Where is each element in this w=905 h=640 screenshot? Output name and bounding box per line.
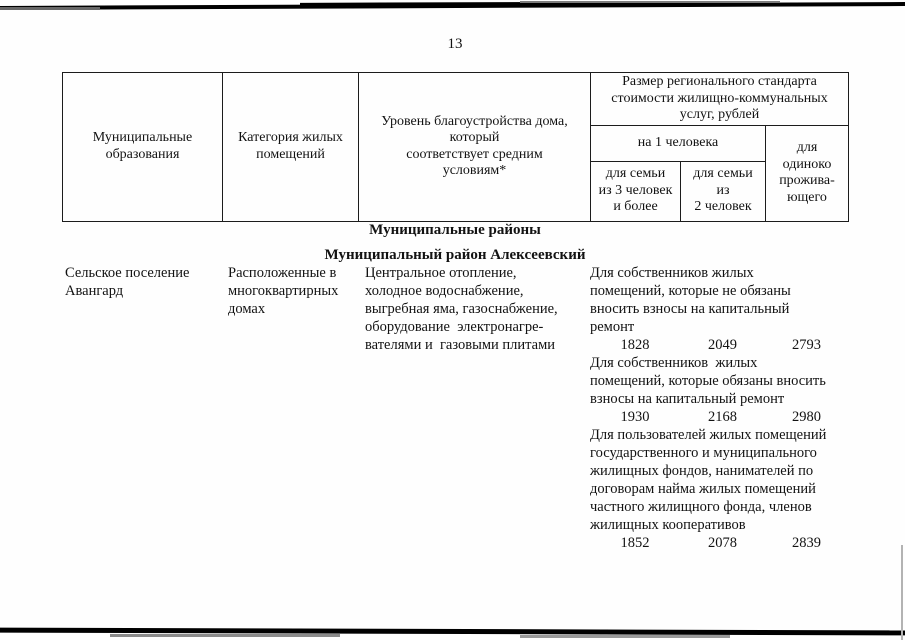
value-single: 2839 bbox=[792, 535, 821, 551]
standard-tenants-label: Для пользователей жилых помещений госуда… bbox=[590, 427, 827, 533]
header-standard-size-cell: Размер регионального стандарта стоимости… bbox=[590, 72, 849, 126]
standard-owners-capital-values: 1930 2168 2980 bbox=[590, 408, 850, 426]
scan-edge-right bbox=[901, 545, 903, 640]
header-family-3-cell: для семьи из 3 человек и более bbox=[590, 160, 681, 222]
value-family3: 1828 bbox=[620, 337, 650, 353]
row-standards: Для собственников жилых помещений, котор… bbox=[590, 264, 850, 552]
page-number: 13 bbox=[447, 36, 463, 52]
standard-owners-no-capital-values: 1828 2049 2793 bbox=[590, 336, 850, 354]
section-title-districts: Муниципальные районы bbox=[369, 222, 541, 238]
row-improvement: Центральное отопление, холодное водоснаб… bbox=[365, 265, 558, 353]
value-single: 2793 bbox=[792, 337, 821, 353]
header-single-resident-cell: для одиноко прожива- ющего bbox=[765, 124, 849, 222]
header-per-person-cell: на 1 человека bbox=[590, 124, 766, 162]
value-family3: 1930 bbox=[620, 409, 650, 425]
standard-owners-no-capital-label: Для собственников жилых помещений, котор… bbox=[590, 265, 791, 335]
row-category: Расположенные в многоквартирных домах bbox=[228, 265, 339, 317]
scan-edge-top-gray-mid bbox=[520, 1, 780, 3]
value-family2: 2078 bbox=[708, 535, 737, 551]
header-category-cell: Категория жилых помещений bbox=[222, 72, 359, 222]
row-municipality: Сельское поселение Авангард bbox=[65, 265, 190, 299]
header-family-2-cell: для семьи из 2 человек bbox=[680, 160, 766, 222]
header-improvement-level-cell: Уровень благоустройства дома, который со… bbox=[358, 72, 591, 222]
header-municipalities-cell: Муниципальные образования bbox=[62, 72, 223, 222]
scan-edge-bottom-gray-mid bbox=[520, 635, 730, 638]
value-family2: 2168 bbox=[708, 409, 737, 425]
standard-tenants-values: 1852 2078 2839 bbox=[590, 534, 850, 552]
value-single: 2980 bbox=[792, 409, 821, 425]
standard-owners-capital-label: Для собственников жилых помещений, котор… bbox=[590, 355, 826, 407]
value-family3: 1852 bbox=[620, 535, 650, 551]
scan-edge-top-gray-left bbox=[0, 7, 100, 10]
scan-edge-bottom-gray-left bbox=[110, 634, 340, 637]
section-title-district-alekseevsky: Муниципальный район Алексеевский bbox=[324, 247, 586, 263]
standards-table-header: Муниципальные образования Категория жилы… bbox=[62, 72, 849, 222]
value-family2: 2049 bbox=[708, 337, 737, 353]
